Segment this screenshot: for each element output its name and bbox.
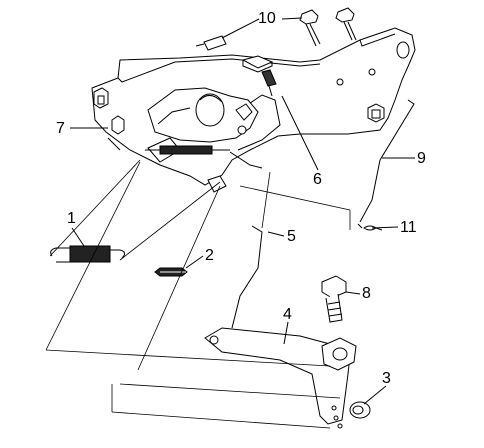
extension-spring-1	[50, 245, 126, 263]
callout-7: 7	[56, 120, 65, 137]
installed-spring	[145, 145, 230, 155]
callout-6: 6	[313, 171, 322, 188]
callout-9: 9	[417, 150, 426, 167]
bolt-8	[321, 275, 347, 323]
washer-3	[349, 401, 371, 419]
governor-assembly	[147, 87, 259, 163]
bolt-10-c	[335, 7, 357, 41]
link-rod-5	[231, 225, 263, 329]
callout-8: 8	[362, 285, 371, 302]
leader-lines	[70, 17, 415, 405]
callout-5: 5	[287, 228, 296, 245]
callout-10: 10	[258, 10, 276, 27]
spring-6-installed	[261, 69, 277, 97]
bolt-10-b	[299, 9, 321, 47]
small-spring-2	[154, 267, 188, 277]
callout-11: 11	[400, 219, 417, 236]
callout-2: 2	[205, 247, 214, 264]
callout-1: 1	[67, 210, 76, 227]
assembly-lines	[45, 159, 351, 429]
throttle-lever-4	[204, 327, 357, 429]
top-tab	[241, 55, 274, 73]
control-rod-9	[357, 99, 415, 229]
bracket-studs	[93, 87, 385, 135]
bolt-10-a	[195, 35, 227, 51]
callout-4: 4	[283, 306, 292, 323]
callout-3: 3	[382, 370, 391, 387]
